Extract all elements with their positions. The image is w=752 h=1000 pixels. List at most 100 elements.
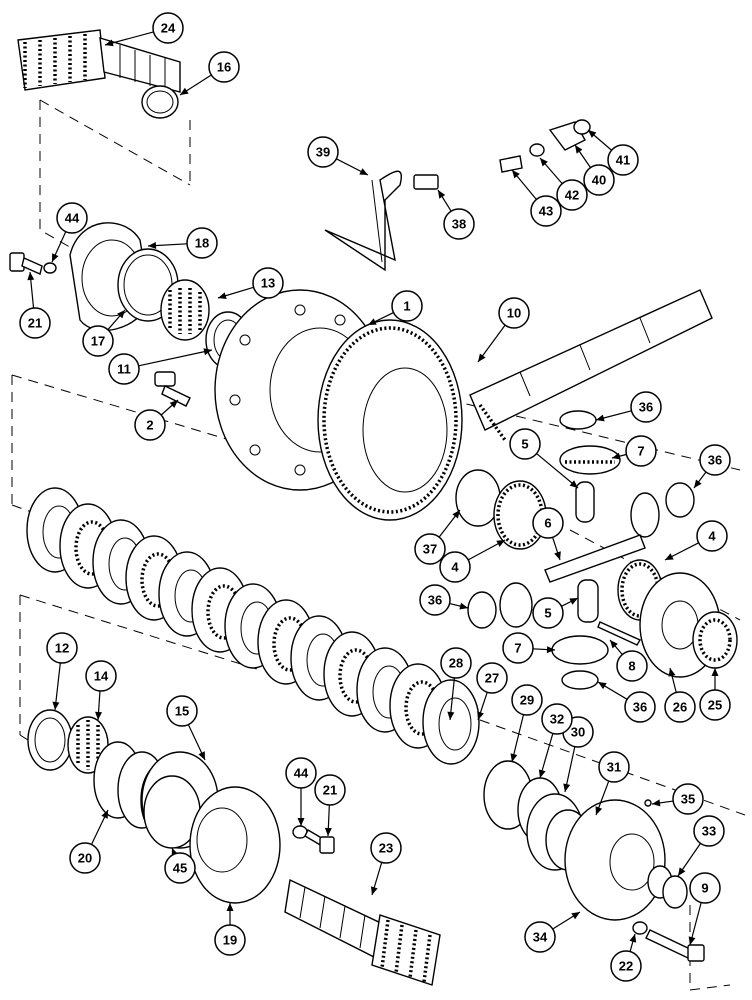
callout-number: 39 (316, 145, 330, 160)
callout-number: 16 (217, 60, 231, 75)
callout-5: 5 (532, 597, 579, 629)
callout-leader (511, 714, 525, 763)
callout-31: 31 (595, 751, 630, 816)
callout-circle (607, 144, 639, 176)
callout-arrowhead (477, 711, 484, 720)
callout-36: 36 (693, 444, 731, 489)
callout-circle (541, 703, 573, 735)
cross-shaft-5-upper (575, 481, 595, 523)
callout-circle (186, 227, 218, 259)
callout-number: 35 (681, 792, 695, 807)
callout-arrowhead (668, 668, 676, 677)
callout-circle (610, 950, 642, 982)
callout-13: 13 (217, 267, 284, 300)
snap-ring-16 (141, 85, 179, 119)
callout-41: 41 (587, 129, 639, 176)
callout-21: 21 (19, 271, 51, 339)
callout-circle (625, 435, 657, 467)
callout-number: 24 (161, 21, 176, 36)
bolt-21-upper (9, 252, 57, 275)
callout-arrowhead (512, 170, 520, 179)
callout-27: 27 (476, 662, 508, 721)
callout-arrowhead (370, 886, 378, 895)
clutch-plate-bore (438, 697, 472, 751)
callout-28: 28 (440, 647, 472, 721)
callout-number: 18 (195, 236, 209, 251)
callout-arrowhead (52, 253, 59, 262)
callout-number: 7 (514, 641, 521, 656)
callout-number: 15 (175, 704, 189, 719)
callout-number: 13 (261, 276, 275, 291)
bolt-2 (154, 371, 191, 407)
callout-arrowhead (324, 827, 332, 836)
cross-shaft-5-lower (577, 579, 599, 623)
callout-number: 36 (639, 400, 653, 415)
thrust-washer-36-d (561, 670, 599, 690)
callout-arrowhead (180, 87, 189, 95)
callout-arrowhead (694, 479, 702, 488)
callout-number: 9 (701, 881, 708, 896)
callout-arrowhead (569, 598, 578, 605)
callout-number: 12 (55, 641, 69, 656)
callout-number: 30 (571, 725, 585, 740)
callout-leader (104, 31, 154, 46)
fitting-38 (413, 174, 439, 190)
callout-4: 4 (664, 520, 728, 561)
callout-circle (689, 872, 721, 904)
callout-arrowhead (101, 810, 108, 819)
callout-arrowhead (359, 168, 368, 175)
callout-number: 23 (379, 841, 393, 856)
end-cover-19 (189, 786, 281, 904)
callout-number: 22 (619, 959, 633, 974)
callout-23: 23 (370, 832, 402, 896)
callout-arrowhead (368, 318, 377, 325)
callout-number: 34 (533, 930, 548, 945)
callout-arrowhead (575, 145, 583, 154)
thrust-washer-36-a (559, 410, 597, 430)
callout-arrowhead (629, 934, 637, 943)
callout-circle (630, 391, 662, 423)
callout-arrowhead (198, 751, 205, 760)
callout-45: 45 (164, 847, 196, 884)
callout-33: 33 (677, 815, 725, 877)
callout-arrowhead (688, 936, 696, 945)
callout-circle (208, 51, 240, 83)
callout-arrowhead (711, 668, 719, 676)
callout-circle (583, 164, 615, 196)
callout-arrowhead (148, 242, 157, 250)
pinion-gear-7-upper (559, 445, 621, 475)
callout-circle (672, 783, 704, 815)
pinion-gear-7-right (630, 492, 660, 538)
callout-arrowhead (459, 602, 468, 610)
upper-splined-shaft-24 (17, 29, 181, 93)
callout-number: 38 (452, 217, 466, 232)
callout-circle (307, 136, 339, 168)
callout-leader (138, 349, 213, 367)
callout-circle (314, 774, 346, 806)
thrust-washer-36-b (665, 482, 695, 518)
callout-circle (46, 632, 78, 664)
callout-number: 20 (78, 851, 92, 866)
callout-circle (556, 179, 588, 211)
callout-circle (502, 632, 534, 664)
callout-arrowhead (569, 480, 578, 488)
callout-circle (414, 533, 446, 565)
callout-circle (166, 695, 198, 727)
callout-16: 16 (179, 51, 240, 96)
callout-12: 12 (46, 632, 78, 711)
callout-number: 40 (592, 173, 606, 188)
callout-number: 29 (520, 693, 534, 708)
pinion-gear-7-lower (551, 635, 609, 665)
clutch-disc-stack-28 (26, 487, 480, 765)
housing-34 (564, 799, 666, 921)
callout-number: 36 (633, 700, 647, 715)
callout-arrowhead (588, 130, 597, 138)
callout-36: 36 (595, 391, 662, 423)
callout-circle (530, 195, 562, 227)
callout-circle (532, 597, 564, 629)
callout-7: 7 (611, 435, 657, 467)
callout-arrowhead (598, 682, 607, 690)
callout-circle (624, 691, 656, 723)
callout-35: 35 (651, 783, 704, 815)
callout-arrowhead (478, 353, 486, 362)
